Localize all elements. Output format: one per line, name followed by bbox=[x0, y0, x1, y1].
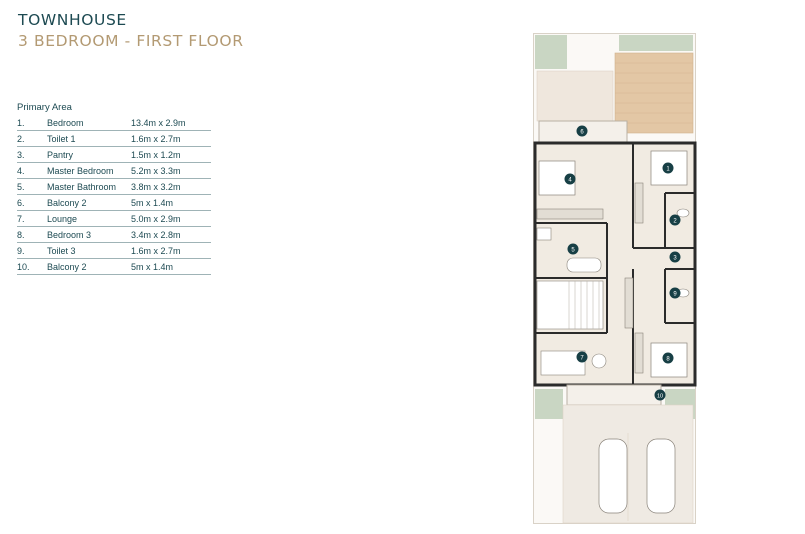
room-name: Toilet 1 bbox=[47, 130, 131, 147]
parked-cars bbox=[598, 438, 676, 514]
room-number: 2. bbox=[17, 130, 47, 147]
marker-label: 3 bbox=[673, 256, 677, 262]
table-row: 9. Toilet 3 1.6m x 2.7m bbox=[17, 242, 211, 259]
room-size: 5.0m x 2.9m bbox=[131, 210, 211, 227]
room-number: 7. bbox=[17, 210, 47, 227]
room-size: 1.5m x 1.2m bbox=[131, 146, 211, 163]
marker-label: 6 bbox=[580, 130, 584, 136]
room-size: 1.6m x 2.7m bbox=[131, 242, 211, 259]
plan-marker-9: 9 bbox=[669, 287, 681, 299]
marker-label: 10 bbox=[657, 394, 663, 400]
marker-label: 2 bbox=[673, 219, 677, 225]
room-size: 5.2m x 3.3m bbox=[131, 162, 211, 179]
floor-plan: 1 2 3 4 5 6 7 8 9 10 bbox=[533, 33, 697, 524]
table-row: 2. Toilet 1 1.6m x 2.7m bbox=[17, 130, 211, 147]
planting-bed bbox=[619, 35, 693, 51]
marker-label: 4 bbox=[568, 178, 572, 184]
plan-marker-6: 6 bbox=[576, 125, 588, 137]
balcony-bottom bbox=[566, 384, 662, 406]
room-number: 1. bbox=[17, 115, 47, 131]
stair-treads bbox=[568, 281, 600, 329]
plan-marker-4: 4 bbox=[564, 173, 576, 185]
room-number: 3. bbox=[17, 146, 47, 163]
table-row: 5. Master Bathroom 3.8m x 3.2m bbox=[17, 178, 211, 195]
room-number: 4. bbox=[17, 162, 47, 179]
room-name: Balcony 2 bbox=[47, 194, 131, 211]
table-row: 3. Pantry 1.5m x 1.2m bbox=[17, 146, 211, 163]
table-row: 6. Balcony 2 5m x 1.4m bbox=[17, 194, 211, 211]
staircase bbox=[536, 280, 604, 330]
room-number: 6. bbox=[17, 194, 47, 211]
room-name: Master Bedroom bbox=[47, 162, 131, 179]
marker-label: 1 bbox=[666, 167, 670, 173]
plan-marker-10: 10 bbox=[654, 389, 666, 401]
room-name: Bedroom 3 bbox=[47, 226, 131, 243]
room-size: 5m x 1.4m bbox=[131, 194, 211, 211]
room-size: 1.6m x 2.7m bbox=[131, 130, 211, 147]
page-subtitle: 3 BEDROOM - FIRST FLOOR bbox=[18, 32, 244, 50]
marker-label: 7 bbox=[580, 356, 584, 362]
table-row: 7. Lounge 5.0m x 2.9m bbox=[17, 210, 211, 227]
table-row: 4. Master Bedroom 5.2m x 3.3m bbox=[17, 162, 211, 179]
plan-marker-7: 7 bbox=[576, 351, 588, 363]
room-size: 3.4m x 2.8m bbox=[131, 226, 211, 243]
room-size: 13.4m x 2.9m bbox=[131, 115, 211, 131]
planting-bed bbox=[535, 389, 563, 419]
room-name: Lounge bbox=[47, 210, 131, 227]
room-number: 8. bbox=[17, 226, 47, 243]
bath-fixtures bbox=[536, 208, 690, 298]
room-size: 5m x 1.4m bbox=[131, 258, 211, 275]
primary-area-heading: Primary Area bbox=[17, 102, 72, 113]
room-name: Pantry bbox=[47, 146, 131, 163]
room-number: 10. bbox=[17, 258, 47, 275]
plan-marker-3: 3 bbox=[669, 251, 681, 263]
deck-boards bbox=[615, 62, 693, 124]
marker-label: 8 bbox=[666, 357, 670, 363]
plan-marker-5: 5 bbox=[567, 243, 579, 255]
room-number: 5. bbox=[17, 178, 47, 195]
terrace-paving bbox=[536, 70, 614, 122]
room-size: 3.8m x 3.2m bbox=[131, 178, 211, 195]
planting-bed bbox=[535, 35, 567, 69]
room-schedule-table: 1. Bedroom 13.4m x 2.9m 2. Toilet 1 1.6m… bbox=[17, 115, 211, 275]
plan-marker-1: 1 bbox=[662, 162, 674, 174]
room-number: 9. bbox=[17, 242, 47, 259]
plan-marker-2: 2 bbox=[669, 214, 681, 226]
lounge-furniture bbox=[540, 350, 607, 376]
page-title: TOWNHOUSE bbox=[18, 11, 127, 29]
marker-label: 5 bbox=[571, 248, 575, 254]
room-name: Bedroom bbox=[47, 115, 131, 131]
table-row: 10. Balcony 2 5m x 1.4m bbox=[17, 258, 211, 275]
wardrobes bbox=[536, 182, 644, 374]
table-row: 1. Bedroom 13.4m x 2.9m bbox=[17, 115, 211, 131]
plan-marker-8: 8 bbox=[662, 352, 674, 364]
room-name: Master Bathroom bbox=[47, 178, 131, 195]
room-name: Toilet 3 bbox=[47, 242, 131, 259]
table-row: 8. Bedroom 3 3.4m x 2.8m bbox=[17, 226, 211, 243]
marker-label: 9 bbox=[673, 292, 677, 298]
room-name: Balcony 2 bbox=[47, 258, 131, 275]
